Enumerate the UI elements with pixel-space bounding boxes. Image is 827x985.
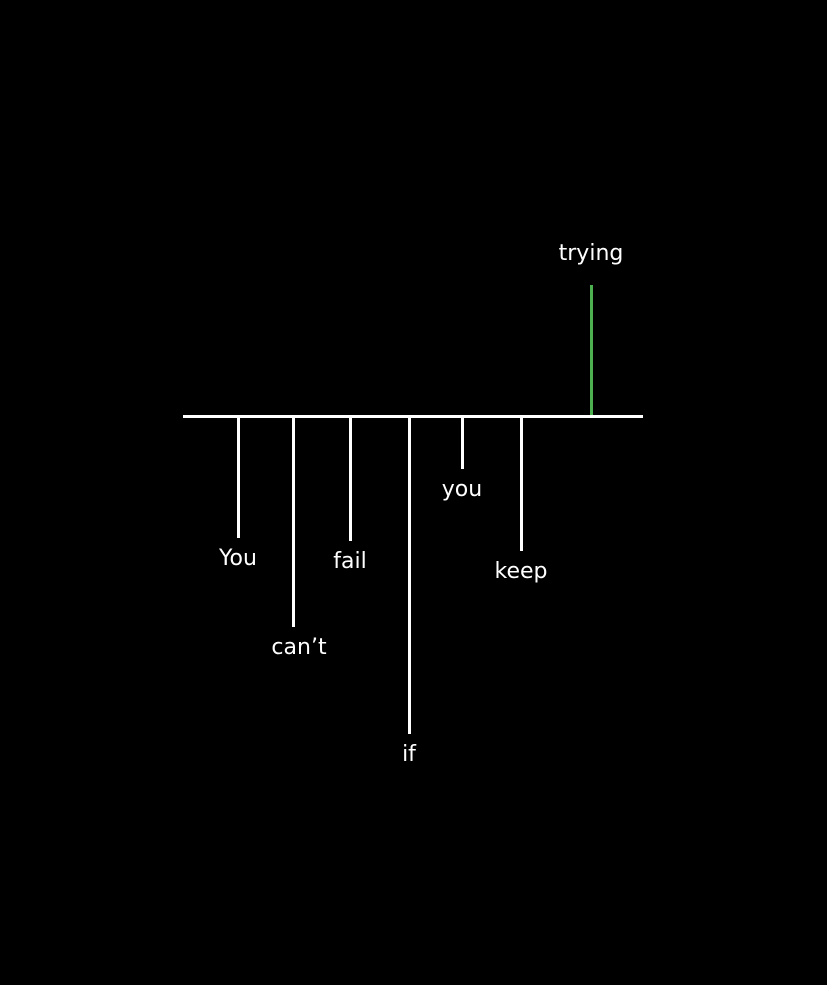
word-you-capital: You	[219, 546, 257, 571]
stick-you	[461, 418, 464, 469]
stick-cant	[292, 418, 295, 627]
stick-you-capital	[237, 418, 240, 538]
word-cant: can’t	[271, 635, 327, 660]
word-you: you	[441, 477, 483, 502]
stick-if	[408, 418, 411, 734]
word-keep: keep	[494, 559, 548, 584]
stick-keep	[520, 418, 523, 551]
stick-fail	[349, 418, 352, 541]
word-if: if	[402, 742, 416, 767]
stick-trying	[590, 285, 593, 415]
baseline	[183, 415, 643, 418]
word-trying: trying	[558, 241, 624, 266]
word-fail: fail	[333, 549, 367, 574]
